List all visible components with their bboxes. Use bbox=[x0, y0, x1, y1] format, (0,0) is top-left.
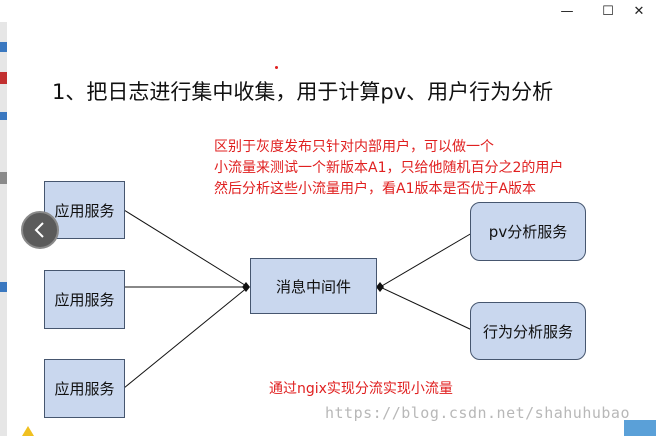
corner-decoration-left bbox=[22, 426, 34, 436]
app-service-label: 应用服务 bbox=[54, 380, 115, 398]
minimize-button[interactable]: — bbox=[550, 0, 584, 22]
left-edge-strip bbox=[0, 22, 7, 436]
connector-line bbox=[123, 209, 249, 288]
strip-segment bbox=[0, 112, 7, 120]
diamond-marker bbox=[376, 282, 384, 292]
prev-slide-button[interactable] bbox=[21, 211, 59, 249]
behavior-service-box: 行为分析服务 bbox=[470, 302, 586, 360]
note-line: 然后分析这些小流量用户，看A1版本是否优于A版本 bbox=[214, 181, 537, 197]
maximize-icon: ☐ bbox=[602, 3, 614, 19]
connector-line bbox=[379, 232, 473, 288]
window-titlebar: — ☐ ✕ bbox=[0, 0, 656, 22]
app-service-label: 应用服务 bbox=[54, 201, 115, 220]
strip-segment bbox=[0, 72, 7, 84]
red-note: 区别于灰度发布只针对内部用户，可以做一个 小流量来测试一个新版本A1，只给他随机… bbox=[214, 137, 563, 200]
note-line: 区别于灰度发布只针对内部用户，可以做一个 bbox=[214, 139, 494, 155]
app-service-box: 应用服务 bbox=[44, 359, 125, 418]
minimize-icon: — bbox=[560, 3, 574, 19]
strip-segment bbox=[0, 172, 7, 184]
app-service-box: 应用服务 bbox=[44, 270, 125, 329]
pv-service-label: pv分析服务 bbox=[488, 223, 568, 241]
maximize-button[interactable]: ☐ bbox=[591, 0, 625, 22]
bottom-red-note: 通过ngix实现分流实现小流量 bbox=[269, 381, 453, 397]
strip-segment bbox=[0, 282, 7, 292]
connector-line bbox=[379, 286, 473, 331]
watermark-url: https://blog.csdn.net/shahuhubao bbox=[325, 404, 630, 422]
red-dot-marker bbox=[275, 66, 278, 69]
middleware-box: 消息中间件 bbox=[250, 258, 377, 314]
slide-title: 1、把日志进行集中收集，用于计算pv、用户行为分析 bbox=[52, 80, 554, 104]
chevron-left-icon bbox=[34, 222, 44, 238]
behavior-service-label: 行为分析服务 bbox=[482, 322, 573, 341]
app-service-label: 应用服务 bbox=[54, 291, 115, 309]
strip-segment bbox=[0, 42, 7, 52]
connector-line bbox=[123, 286, 249, 389]
close-button[interactable]: ✕ bbox=[622, 0, 656, 22]
corner-decoration-right bbox=[624, 420, 656, 436]
pv-service-box: pv分析服务 bbox=[470, 202, 586, 261]
diamond-marker bbox=[242, 282, 250, 292]
close-icon: ✕ bbox=[633, 3, 645, 19]
middleware-label: 消息中间件 bbox=[275, 277, 351, 296]
note-line: 小流量来测试一个新版本A1，只给他随机百分之2的用户 bbox=[214, 160, 564, 176]
